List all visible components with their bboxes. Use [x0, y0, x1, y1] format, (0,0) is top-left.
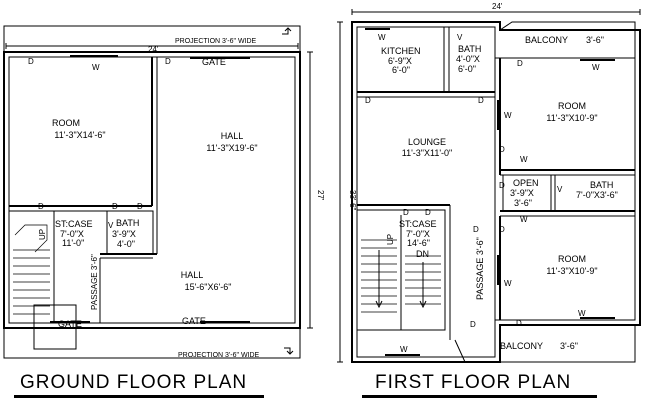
first-door-label: D [425, 208, 431, 217]
ground-hall-size: 11'-3"X19'-6" [206, 143, 257, 153]
first-door-label: D [517, 59, 523, 68]
first-vent-label: V [557, 185, 563, 194]
ground-passage-label: PASSAGE 3'-6" [90, 254, 99, 310]
ground-gate-top: GATE [202, 57, 226, 67]
first-bath2-name: BATH [590, 180, 613, 190]
first-side-dim: 33'-6" [348, 190, 357, 211]
ground-hall2-name: HALL [181, 270, 204, 280]
first-balcony-bottom [454, 325, 636, 363]
ground-bath-size: 3'-9"X [112, 229, 136, 239]
first-bath2-size: 7'-0"X3'-6" [576, 190, 618, 200]
first-balcony-top [499, 21, 636, 58]
ground-window-label: W [92, 63, 100, 72]
ground-gate-stair: GATE [58, 319, 82, 329]
ground-stcase-name: ST:CASE [55, 219, 93, 229]
first-door-label: D [499, 225, 505, 234]
ground-door-label: D [137, 202, 143, 211]
ground-room-size: 11'-3"X14'-6" [54, 130, 105, 140]
ground-projection-bottom-label: PROJECTION 3'-6" WIDE [178, 352, 260, 359]
first-balcony-top-size: 3'-6" [586, 35, 604, 45]
first-room2-name: ROOM [558, 254, 586, 264]
ground-door-label: D [38, 202, 44, 211]
ground-bath-name: BATH [116, 218, 139, 228]
first-window-label: W [400, 345, 408, 354]
first-bath-name: BATH [458, 44, 481, 54]
first-lounge-size: 11'-3"X11'-0" [402, 148, 453, 158]
first-kitchen-size: 6'-9"X [388, 56, 412, 66]
first-floor-title: FIRST FLOOR PLAN [375, 372, 572, 393]
ground-stcase-size: 7'-0"X [60, 229, 84, 239]
first-room-name: ROOM [558, 101, 586, 111]
ground-vent-label: V [108, 221, 114, 230]
first-door-label: D [403, 208, 409, 217]
first-door-label: D [516, 319, 522, 328]
first-door-label: D [473, 225, 479, 234]
first-bath-size2: 6'-0" [458, 64, 476, 74]
ground-hall2-size: 15'-6"X6'-6" [185, 282, 232, 292]
ground-up-label: UP [38, 229, 47, 240]
first-dn-label: DN [416, 249, 429, 259]
ground-floor-plan [3, 25, 313, 359]
first-open-size2: 3'-6" [514, 198, 532, 208]
first-stcase-name: ST:CASE [399, 219, 437, 229]
first-stcase-size: 7'-0"X [406, 229, 430, 239]
first-up-label: UP [386, 234, 395, 245]
ground-hall-name: HALL [221, 131, 244, 141]
ground-width-dim: 24' [148, 45, 159, 54]
ground-side-dim: 27' [316, 190, 325, 201]
first-door-label: D [499, 181, 505, 190]
first-door-label: D [470, 320, 476, 329]
first-window-label: W [520, 215, 528, 224]
first-kitchen-size2: 6'-0" [392, 65, 410, 75]
first-balcony-top-label: BALCONY [525, 35, 568, 45]
first-outer-wall [351, 21, 641, 363]
ground-projection-bottom [3, 327, 301, 359]
first-door-label: D [478, 96, 484, 105]
first-window-side: W [504, 111, 512, 120]
first-balcony-bottom-size: 3'-6" [560, 341, 578, 351]
first-door-label: D [365, 96, 371, 105]
first-door-label: D [499, 145, 505, 154]
ground-room-name: ROOM [52, 118, 80, 128]
first-window-label: W [578, 309, 586, 318]
ground-bath-size2: 4'-0" [117, 239, 135, 249]
ground-title-underline [14, 395, 264, 398]
first-passage-label: PASSAGE 3'-6" [475, 237, 485, 300]
ground-door-label: D [28, 57, 34, 66]
ground-gate-bottom: GATE [182, 316, 206, 326]
ground-floor-title: GROUND FLOOR PLAN [20, 372, 248, 393]
ground-stcase-size2: 11'-0" [62, 238, 84, 248]
first-vent-label: V [457, 33, 463, 42]
ground-door-label: D [112, 202, 118, 211]
first-window-label: W [520, 155, 528, 164]
first-kitchen-name: KITCHEN [381, 46, 421, 56]
first-stcase-size2: 14'-6" [407, 238, 430, 248]
first-floor-plan [337, 9, 641, 363]
first-lounge-name: LOUNGE [408, 137, 446, 147]
first-open-name: OPEN [513, 178, 539, 188]
first-title-underline [362, 395, 597, 398]
first-window-label: W [592, 63, 600, 72]
first-open-size: 3'-9"X [510, 188, 534, 198]
ground-door-label: D [165, 57, 171, 66]
first-room2-size: 11'-3"X10'-9" [546, 266, 597, 276]
first-width-dim: 24' [492, 2, 503, 11]
first-room-size: 11'-3"X10'-9" [546, 113, 597, 123]
ground-projection-top-label: PROJECTION 3'-6" WIDE [175, 38, 257, 45]
first-window-side: W [504, 279, 512, 288]
first-bath-size: 4'-0"X [456, 54, 480, 64]
first-window-label: W [378, 33, 386, 42]
first-balcony-bottom-label: BALCONY [500, 341, 543, 351]
